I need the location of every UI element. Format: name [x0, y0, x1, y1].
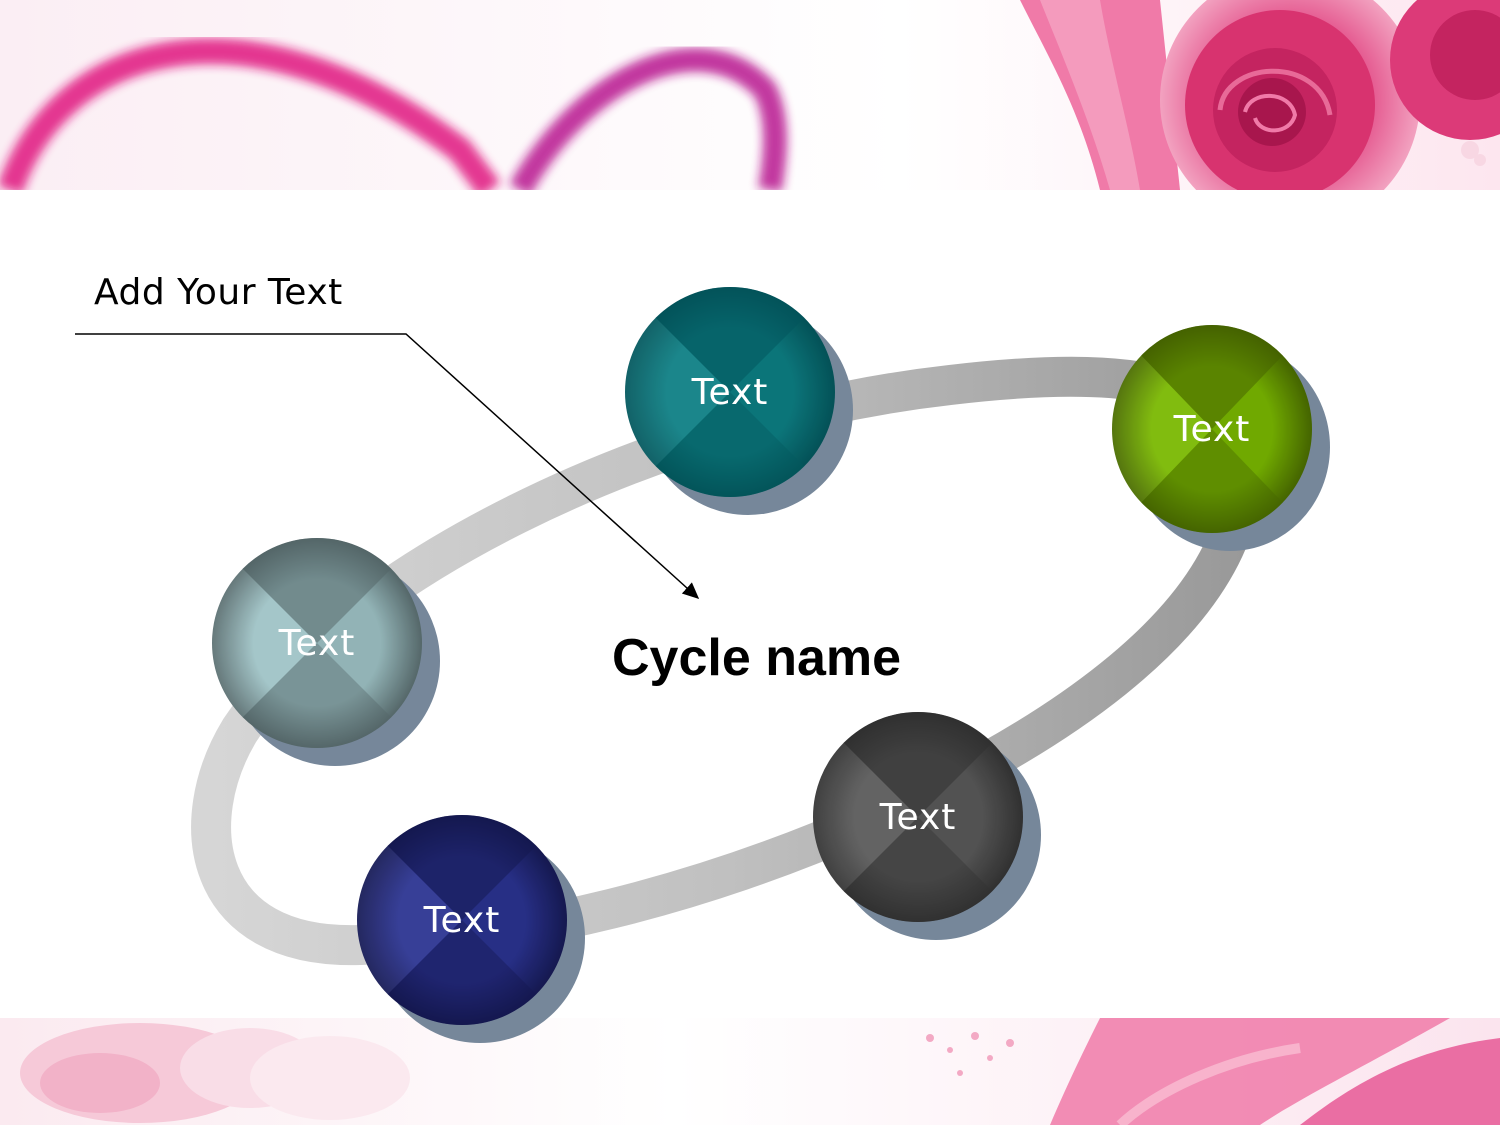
node-sphere — [625, 287, 835, 497]
cycle-node-slate-gray[interactable]: Text — [212, 538, 440, 766]
cycle-node-charcoal[interactable]: Text — [813, 712, 1041, 940]
node-label: Text — [691, 371, 769, 413]
node-sphere — [212, 538, 422, 748]
node-sphere — [813, 712, 1023, 922]
cycle-node-navy[interactable]: Text — [357, 815, 585, 1043]
cycle-node-teal[interactable]: Text — [625, 287, 853, 515]
cycle-title: Cycle name — [612, 629, 902, 687]
node-label: Text — [423, 899, 501, 941]
node-label: Text — [879, 796, 957, 838]
cycle-node-olive-green[interactable]: Text — [1112, 325, 1330, 551]
node-label: Text — [1173, 408, 1251, 450]
bottom-banner-image — [0, 1018, 1500, 1125]
node-label: Text — [278, 622, 356, 664]
node-sphere — [357, 815, 567, 1025]
top-banner-image — [0, 0, 1500, 190]
node-sphere — [1112, 325, 1312, 533]
callout-text: Add Your Text — [94, 272, 343, 313]
